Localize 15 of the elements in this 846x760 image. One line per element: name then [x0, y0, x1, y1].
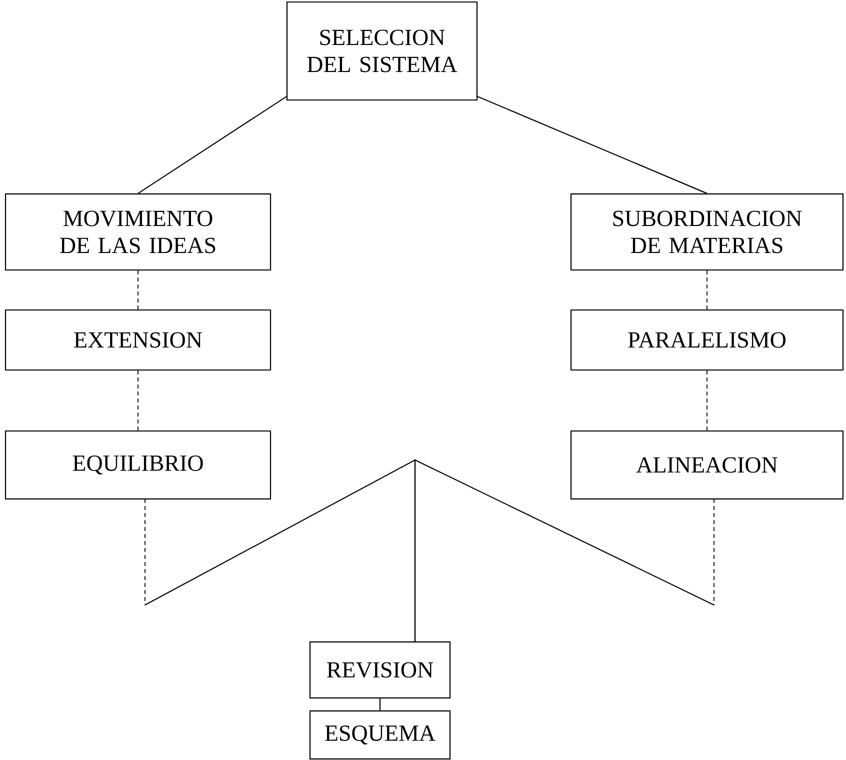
process-box: REVISION — [309, 641, 451, 699]
process-box: PARALELISMO — [570, 309, 844, 371]
process-box: EQUILIBRIO — [4, 430, 272, 500]
process-box: SELECCION DEL SISTEMA — [286, 1, 478, 101]
process-box: ALINEACION — [570, 430, 844, 500]
connector-line — [138, 96, 287, 194]
process-box: MOVIMIENTO DE LAS IDEAS — [4, 193, 272, 271]
connector-line — [706, 270, 708, 310]
process-box: ESQUEMA — [309, 710, 451, 760]
process-box: EXTENSION — [4, 309, 272, 371]
connector-line — [706, 370, 708, 431]
connector-line — [414, 459, 714, 642]
connector-line — [379, 698, 381, 710]
connector-line — [477, 96, 708, 194]
process-box: SUBORDINACION DE MATERIAS — [570, 193, 844, 271]
